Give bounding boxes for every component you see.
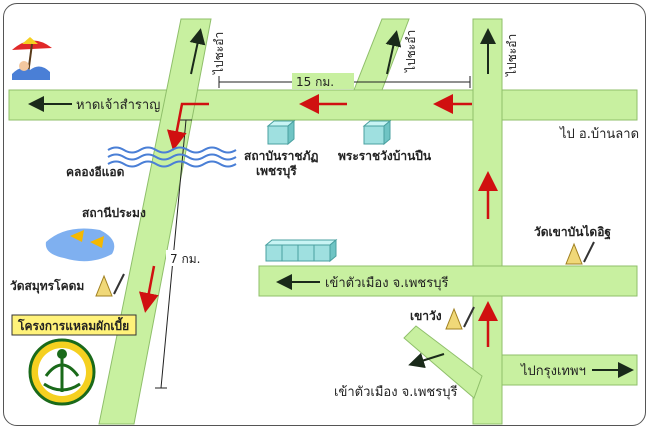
road-label-cha-am-right: ไปชะอำ	[505, 34, 519, 77]
road-diagonal-bottom	[403, 325, 483, 399]
place-rajabhat-2: เพชรบุรี	[256, 164, 297, 179]
place-khao-wang: เขาวัง	[410, 309, 442, 323]
distance-top: 15 กม.	[296, 75, 334, 89]
place-rajabhat-1: สถาบันราชภัฏ	[244, 149, 318, 163]
place-canal: คลองอีแอด	[66, 165, 125, 179]
route-map: 15 กม. 7 กม. หาดเจ้าสำราญ ไป อ.บ้านลาด เ…	[8, 18, 639, 425]
route-arrows	[138, 94, 498, 347]
dark-arrow-up-left	[189, 28, 206, 75]
building-icon-palace	[362, 119, 392, 146]
map-frame: 15 กม. 7 กม. หาดเจ้าสำราญ ไป อ.บ้านลาด เ…	[3, 3, 646, 426]
road-label-ban-lat: ไป อ.บ้านลาด	[559, 126, 639, 142]
road-horizontal-mid	[258, 265, 638, 297]
royal-project-emblem	[28, 338, 96, 406]
road-diagonal-right	[353, 18, 410, 91]
building-icon-rajabhat	[266, 119, 296, 146]
beach-umbrella-icon	[12, 37, 52, 80]
place-project: โครงการแหลมผักเบี้ย	[17, 316, 129, 333]
road-label-into-city-bottom: เข้าตัวเมือง จ.เพชรบุรี	[334, 384, 457, 400]
pagoda-icon-samut	[95, 273, 125, 297]
dark-arrow-diagonal-bottom	[408, 352, 445, 369]
canal-water-icon	[107, 146, 237, 168]
pagoda-icon-khao-wang	[445, 306, 475, 330]
fishery-station-icon	[45, 228, 115, 262]
road-vertical-right	[472, 18, 503, 425]
dark-arrow-up-mid	[385, 30, 402, 75]
project-label-box	[11, 314, 137, 336]
road-diagonal-left	[98, 18, 212, 425]
road-label-to-bangkok: ไปกรุงเทพฯ	[520, 363, 586, 379]
place-temple-samut: วัดสมุทรโคดม	[10, 278, 84, 294]
road-label-beach: หาดเจ้าสำราญ	[76, 98, 160, 113]
pagoda-icon-bandai	[565, 241, 595, 265]
road-horizontal-bottom	[501, 354, 638, 386]
place-temple-bandai: วัดเขาบันไดอิฐ	[534, 224, 611, 240]
place-station: สถานีประมง	[82, 206, 146, 220]
red-arrow-down	[138, 265, 159, 313]
road-label-cha-am-mid: ไปชะอำ	[404, 30, 418, 73]
road-label-into-city-mid: เข้าตัวเมือง จ.เพชรบุรี	[325, 275, 448, 291]
place-palace: พระราชวังบ้านปืน	[338, 149, 432, 163]
direction-arrows	[28, 28, 634, 378]
distance-side: 7 กม.	[170, 252, 200, 266]
red-arrow-turn	[166, 102, 209, 151]
building-icon-city	[264, 238, 338, 263]
road-label-cha-am-left: ไปชะอำ	[212, 32, 226, 75]
